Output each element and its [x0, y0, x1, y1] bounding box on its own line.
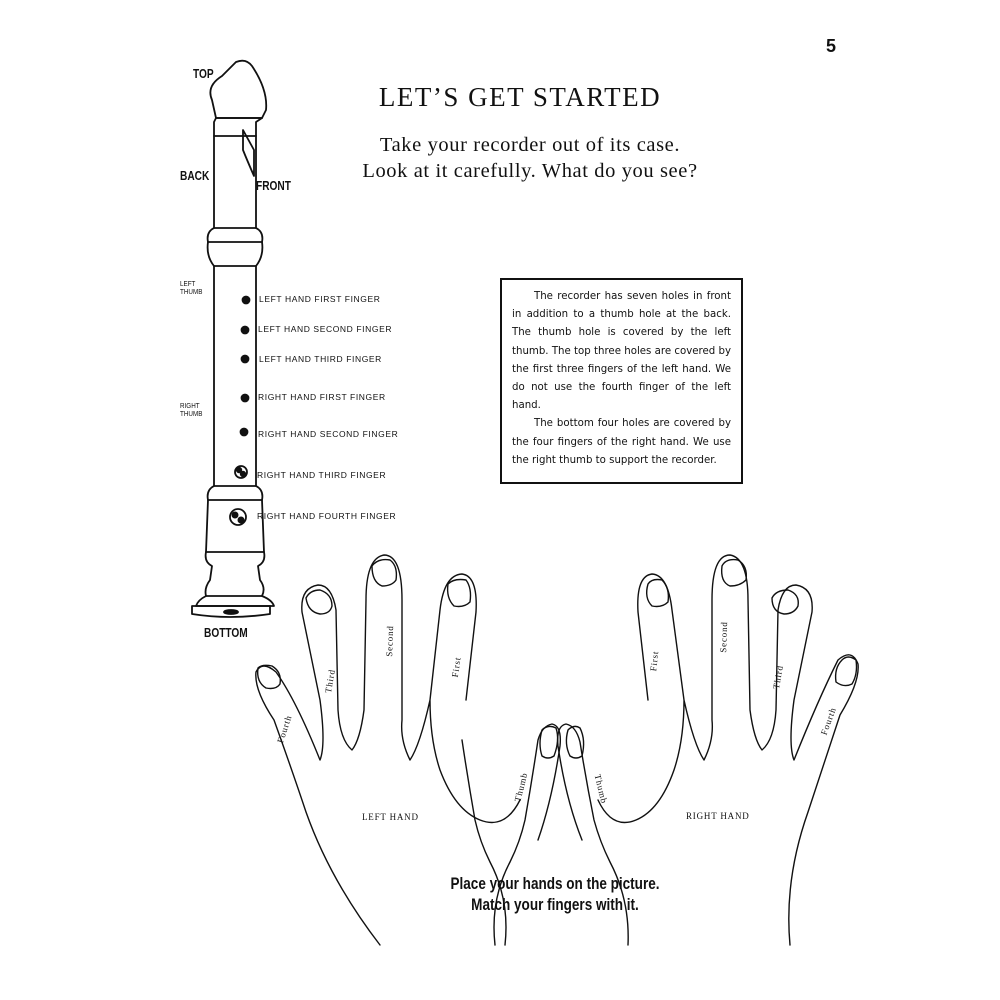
right-first-finger-label: First	[648, 650, 661, 672]
page-title: LET’S GET STARTED	[378, 82, 662, 112]
finger-label-rh-second: RIGHT HAND SECOND FINGER	[258, 429, 399, 439]
finger-label-rh-first: RIGHT HAND FIRST FINGER	[258, 392, 386, 402]
intro-line-1: Take your recorder out of its case.	[379, 134, 681, 156]
finger-label-lh-second: LEFT HAND SECOND FINGER	[258, 324, 393, 334]
recorder-hole-3	[240, 354, 250, 364]
recorder-hole-2	[240, 325, 250, 335]
instructions: Place your hands on the picture. Match y…	[380, 874, 730, 916]
info-box: The recorder has seven holes in front in…	[500, 278, 743, 484]
recorder-illustration	[191, 59, 275, 618]
recorder-back-label: BACK	[180, 168, 210, 183]
instruction-line-1: Place your hands on the picture.	[450, 875, 660, 893]
recorder-hole-4	[240, 393, 250, 403]
left-thumb-label: LEFT THUMB	[180, 281, 203, 296]
info-paragraph-1: The recorder has seven holes in front in…	[512, 291, 731, 412]
recorder-hole-6	[234, 465, 248, 479]
info-paragraph-2: The bottom four holes are covered by the…	[512, 418, 731, 466]
intro-line-2: Look at it carefully. What do you see?	[362, 160, 698, 182]
left-hand-label: LEFT HAND	[362, 812, 419, 822]
right-hand-label: RIGHT HAND	[686, 811, 750, 821]
right-thumb-label: RIGHT THUMB	[180, 403, 203, 418]
intro-text: Take your recorder out of its case. Look…	[300, 132, 760, 184]
recorder-top-label: TOP	[193, 66, 214, 81]
finger-label-rh-third: RIGHT HAND THIRD FINGER	[257, 470, 387, 480]
recorder-hole-5	[239, 427, 249, 437]
hands-illustration	[255, 554, 859, 946]
left-second-finger-label: Second	[384, 625, 396, 657]
page-number: 5	[826, 36, 837, 56]
recorder-bottom-label: BOTTOM	[204, 625, 248, 640]
recorder-front-label: FRONT	[256, 178, 291, 193]
instruction-line-2: Match your fingers with it.	[471, 896, 639, 914]
recorder-hole-1	[241, 295, 251, 305]
finger-label-rh-fourth: RIGHT HAND FOURTH FINGER	[257, 511, 397, 521]
finger-label-lh-third: LEFT HAND THIRD FINGER	[259, 354, 382, 364]
finger-label-lh-first: LEFT HAND FIRST FINGER	[259, 294, 381, 304]
recorder-hole-7	[229, 508, 247, 526]
right-second-finger-label: Second	[718, 621, 730, 653]
